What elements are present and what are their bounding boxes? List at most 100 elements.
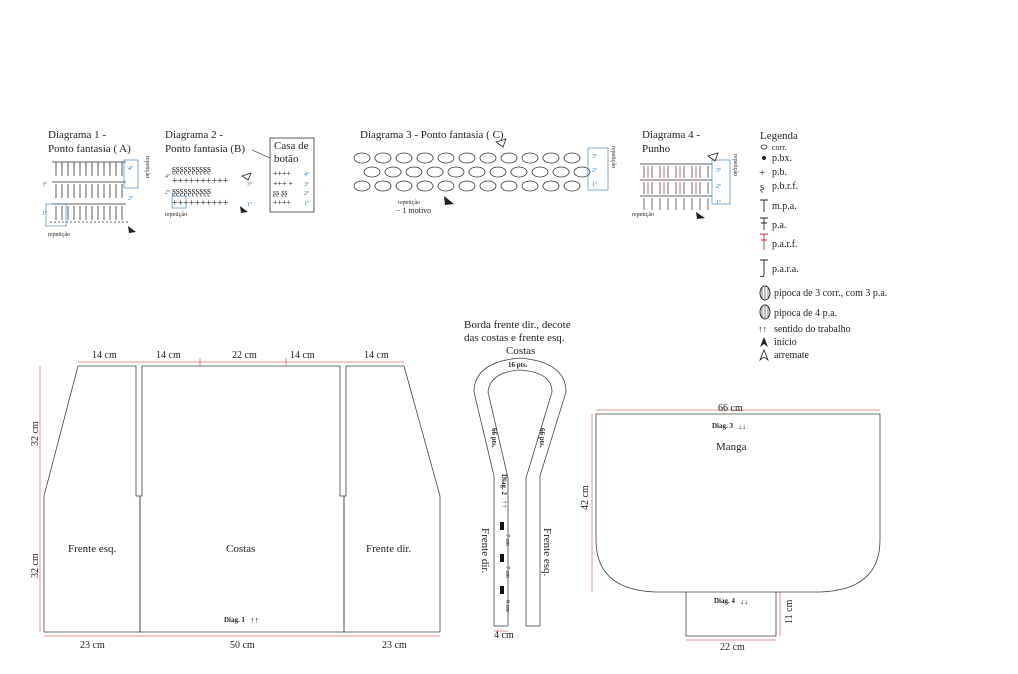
svg-text:ʂʂ ʂʂ: ʂʂ ʂʂ [273,188,287,197]
d4-row-3: 3º [716,168,721,174]
svg-text:ʂʂʂʂʂʂʂʂʂʂ: ʂʂʂʂʂʂʂʂʂʂ [172,164,211,175]
sleeve [591,409,881,641]
popcorn-stitch [447,166,465,178]
svg-text:++++++++++: ++++++++++ [172,198,229,209]
arrows-icon: ↑↑ [758,324,767,334]
popcorn4-icon [759,304,771,320]
sleeve-top-dim: 66 cm [718,403,743,414]
piece-front-left [43,365,141,633]
popcorn-stitch [416,180,434,192]
popcorn3-icon [759,285,771,301]
legend-item-7: p.a.r.f. [772,239,798,250]
svg-text:+++ +: +++ + [273,179,294,188]
legend-item-8: p.a.r.a. [772,264,799,275]
border-side-right: 66 pts. [538,428,546,448]
dim-top-5: 14 cm [364,350,389,361]
finish-arrow-icon [241,172,252,181]
dim-bottom-2: 50 cm [230,640,255,651]
popcorn-stitch [384,166,402,178]
legend-item-9: pipoca de 3 corr., com 3 p.a. [774,288,887,299]
popcorn-stitch [353,180,371,192]
popcorn-stitch [563,152,581,164]
border-side-left: 66 pts. [490,428,498,448]
legend-title: Legenda [760,130,798,142]
popcorn-stitch [363,166,381,178]
svg-text:++++: ++++ [273,169,292,178]
diagram-2-title-line2: Ponto fantasia (B) [165,143,245,155]
piece-front-right [343,365,441,633]
start-arrow-icon [444,196,454,205]
d1-repeat-bottom: repetição [48,232,70,238]
d1-row-1: 1º [42,211,47,217]
d4-row-1: 1º [716,200,721,206]
pa-icon [760,217,768,230]
diagram-4: Diagrama 4 - Punho 3º 2º 1º repetição re… [632,129,738,219]
buttonhole-row-4: 4º [304,172,309,178]
parf-icon [760,233,768,250]
sleeve-cuff [685,592,777,637]
buttonhole-row-3: 3º [304,182,309,188]
border-band [473,357,567,627]
popcorn-stitch [468,166,486,178]
popcorn-stitch [437,180,455,192]
buttonhole-row-1: 1º [304,201,309,207]
d1-repeat-side: repetição [144,156,150,178]
dim-top-1: 14 cm [92,350,117,361]
d2-repeat: repetição [165,212,187,218]
piece-back [139,365,345,633]
buttonhole-title-line2: botão [274,153,299,165]
d2-row-4: 4º [165,174,170,180]
d3-row-1: 1º [592,182,597,188]
diagram-4-stitches [640,159,731,210]
legend-item-3: p.b. [772,167,787,178]
mpa-icon [760,199,768,212]
d2-row-3: 3º [247,182,252,188]
border-gap-2: 7 cm [504,566,510,578]
dim-bottom-3: 23 cm [382,640,407,651]
diagram-4-title-line1: Diagrama 4 - [642,129,700,141]
border-front-right: Frente dir. [479,528,491,573]
popcorn-stitch [510,166,528,178]
d3-repeat-bottom: repetição [398,200,420,206]
popcorn-stitch [405,166,423,178]
d3-row-3: 3º [592,154,597,160]
diagram-2-stitches: ʂʂʂʂʂʂʂʂʂʂ ++++++++++ ʂʂʂʂʂʂʂʂʂʂ +++++++… [172,164,229,209]
border-width: 4 cm [494,630,514,641]
svg-text:↓↓: ↓↓ [738,422,746,431]
start-arrow-icon [128,226,136,233]
legend-item-5: m.p.a. [772,201,797,212]
popcorn-stitch [374,152,392,164]
finish-arrow-icon [495,138,507,148]
dim-left-upper: 32 cm [30,421,41,446]
border-diag: Diag. 2 [500,474,508,496]
label-front-left: Frente esq. [68,543,117,555]
direction-arrows-icon: ↑↑ [250,615,259,625]
popcorn-stitch [542,152,560,164]
start-arrow-icon [696,212,705,219]
popcorn-stitch [552,166,570,178]
border-gap-1: 7 cm [504,534,510,546]
label-diag-1: Diag. 1 [224,616,246,624]
d4-row-2: 2º [716,184,721,190]
dim-top-4: 14 cm [290,350,315,361]
popcorn-stitch [500,152,518,164]
d1-row-4: 4º [128,166,133,172]
finish-arrow-icon [707,152,719,162]
chain-icon [760,144,768,150]
sleeve-cuff-height: 11 cm [784,599,795,624]
popcorn-stitch [395,180,413,192]
popcorn-stitch [531,166,549,178]
popcorn-stitch [426,166,444,178]
legend-item-1: corr. [772,143,786,152]
diagram-1-stitches [45,159,139,227]
sleeve-diag-4: Diag. 4 [714,597,736,605]
dim-top-2: 14 cm [156,350,181,361]
diagram-2: Diagrama 2 - Ponto fantasia (B) ʂʂʂʂʂʂʂʂ… [165,129,271,218]
legend-item-2: p.bx. [772,153,792,164]
sleeve-height: 42 cm [580,485,591,510]
d1-row-3: 3º [42,182,47,188]
buttonhole-title-line1: Casa de [274,140,309,152]
popcorn-stitch [437,152,455,164]
popcorn-stitch [521,152,539,164]
dot-icon [762,156,766,160]
